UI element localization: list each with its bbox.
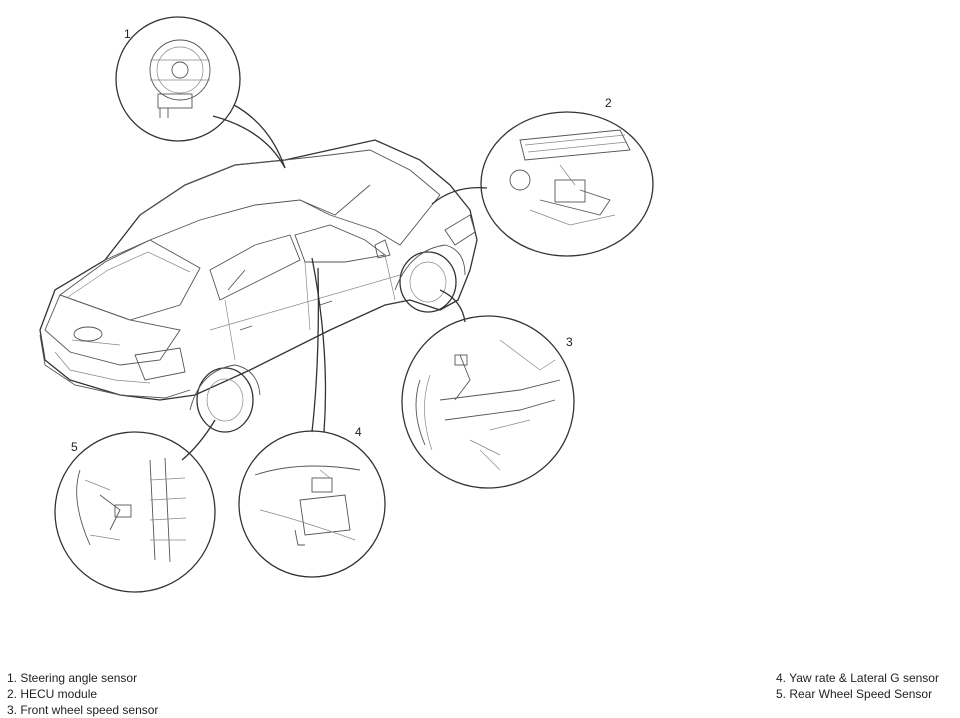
legend-item-5: 5. Rear Wheel Speed Sensor xyxy=(776,687,933,701)
yaw-rate-sensor-icon xyxy=(254,465,361,546)
callout-number-5: 5 xyxy=(71,440,78,454)
callout-2: 2 xyxy=(431,96,654,257)
front-wheel-speed-sensor-icon xyxy=(415,339,561,471)
legend-right: 4. Yaw rate & Lateral G sensor 5. Rear W… xyxy=(776,670,939,702)
car-illustration xyxy=(39,139,478,433)
callout-5: 5 xyxy=(54,419,216,593)
hecu-module-icon xyxy=(509,129,631,226)
component-location-diagram: 1 2 3 xyxy=(39,16,654,593)
legend-left: 1. Steering angle sensor 2. HECU module … xyxy=(7,670,158,718)
callout-number-3: 3 xyxy=(566,335,573,349)
legend-item-3: 3. Front wheel speed sensor xyxy=(7,703,159,717)
legend-item-2: 2. HECU module xyxy=(7,687,98,701)
rear-wheel-speed-sensor-icon xyxy=(76,457,187,563)
callout-3: 3 xyxy=(401,289,575,489)
callout-number-4: 4 xyxy=(355,425,362,439)
callout-1: 1 xyxy=(115,16,286,169)
callout-4: 4 xyxy=(238,257,386,578)
legend-item-1: 1. Steering angle sensor xyxy=(7,671,138,685)
steering-angle-sensor-icon xyxy=(149,39,211,118)
legend-item-4: 4. Yaw rate & Lateral G sensor xyxy=(776,671,939,685)
callout-number-2: 2 xyxy=(605,96,612,110)
callout-number-1: 1 xyxy=(124,27,131,41)
